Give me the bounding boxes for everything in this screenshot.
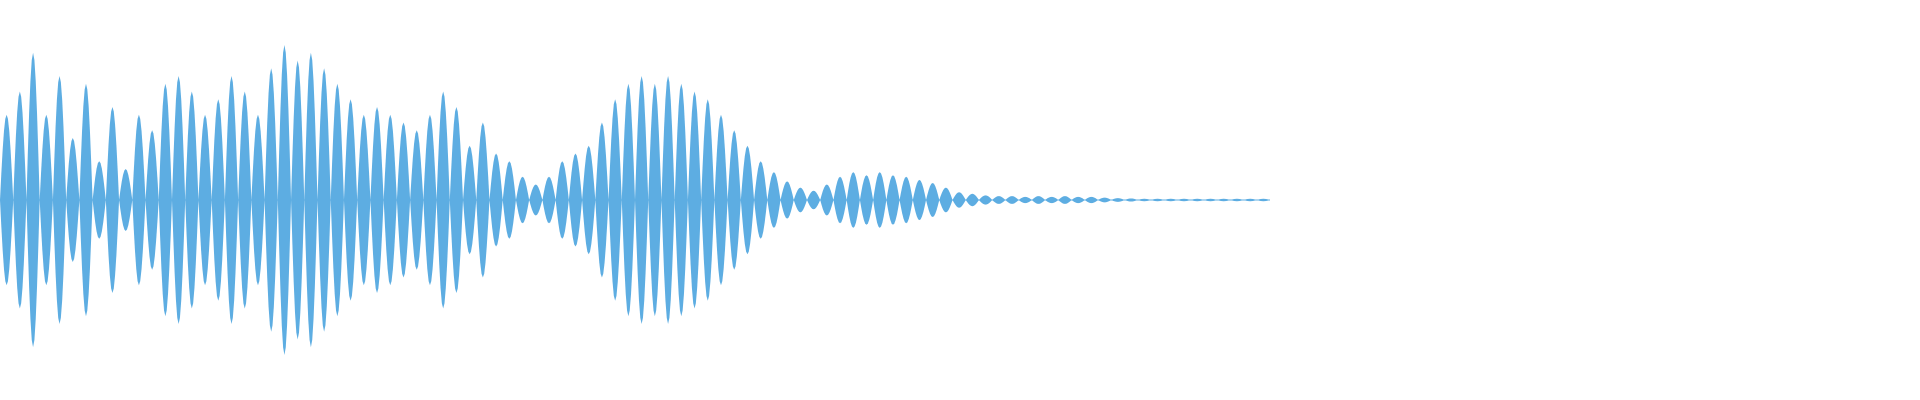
waveform-shape	[0, 45, 1270, 355]
